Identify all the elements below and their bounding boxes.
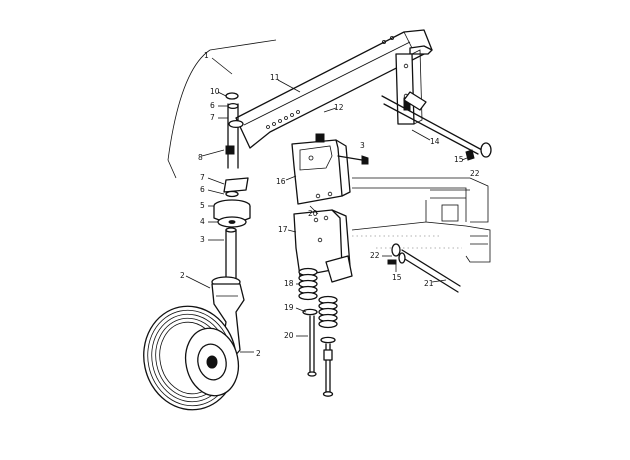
caster-bearing-washers [213, 190, 251, 228]
callout-14: 14 [430, 137, 440, 146]
adjustment-holes [266, 110, 300, 129]
callout-21: 21 [424, 279, 434, 288]
callout-10: 10 [210, 87, 220, 96]
mounting-bracket-16 [291, 133, 351, 205]
callout-5: 5 [200, 201, 205, 210]
lower-bracket-17 [293, 209, 353, 283]
callout-labels: 1 11 10 6 7 12 3 8 14 15 22 16 7 6 5 4 3… [180, 51, 480, 358]
mower-deck-frame [351, 177, 491, 263]
bolt-3-upper [337, 155, 369, 165]
long-bolt-20 [307, 315, 334, 397]
callout-22b: 22 [370, 251, 380, 260]
callout-6b: 6 [200, 185, 205, 194]
caster-wheel [143, 305, 240, 411]
callout-8: 8 [198, 153, 203, 162]
callout-16: 16 [276, 177, 286, 186]
spring-18-left [298, 267, 318, 301]
callout-4: 4 [200, 217, 205, 226]
callout-2a: 2 [180, 271, 185, 280]
callout-7b: 7 [200, 173, 205, 182]
callout-6a: 6 [210, 101, 215, 110]
callout-12: 12 [334, 103, 344, 112]
callout-11: 11 [270, 73, 280, 82]
caster-stem [225, 227, 237, 279]
spring-18-right [318, 295, 338, 329]
frame-outline-1 [167, 39, 277, 179]
callout-19: 19 [284, 303, 294, 312]
callout-1: 1 [204, 51, 209, 60]
caster-spindle [223, 92, 249, 193]
leader-lines [185, 57, 473, 353]
callout-17: 17 [278, 225, 288, 234]
callout-20b: 20 [284, 331, 294, 340]
callout-18: 18 [284, 279, 294, 288]
callout-15b: 15 [392, 273, 402, 282]
callout-7a: 7 [210, 113, 215, 122]
washer-19 [302, 308, 336, 344]
callout-3b: 3 [200, 235, 205, 244]
axle-shaft [381, 91, 492, 161]
callout-22a: 22 [470, 169, 480, 178]
callout-20: 20 [308, 209, 318, 218]
callout-15a: 15 [454, 155, 464, 164]
callout-2b: 2 [256, 349, 261, 358]
callout-3a: 3 [360, 141, 365, 150]
